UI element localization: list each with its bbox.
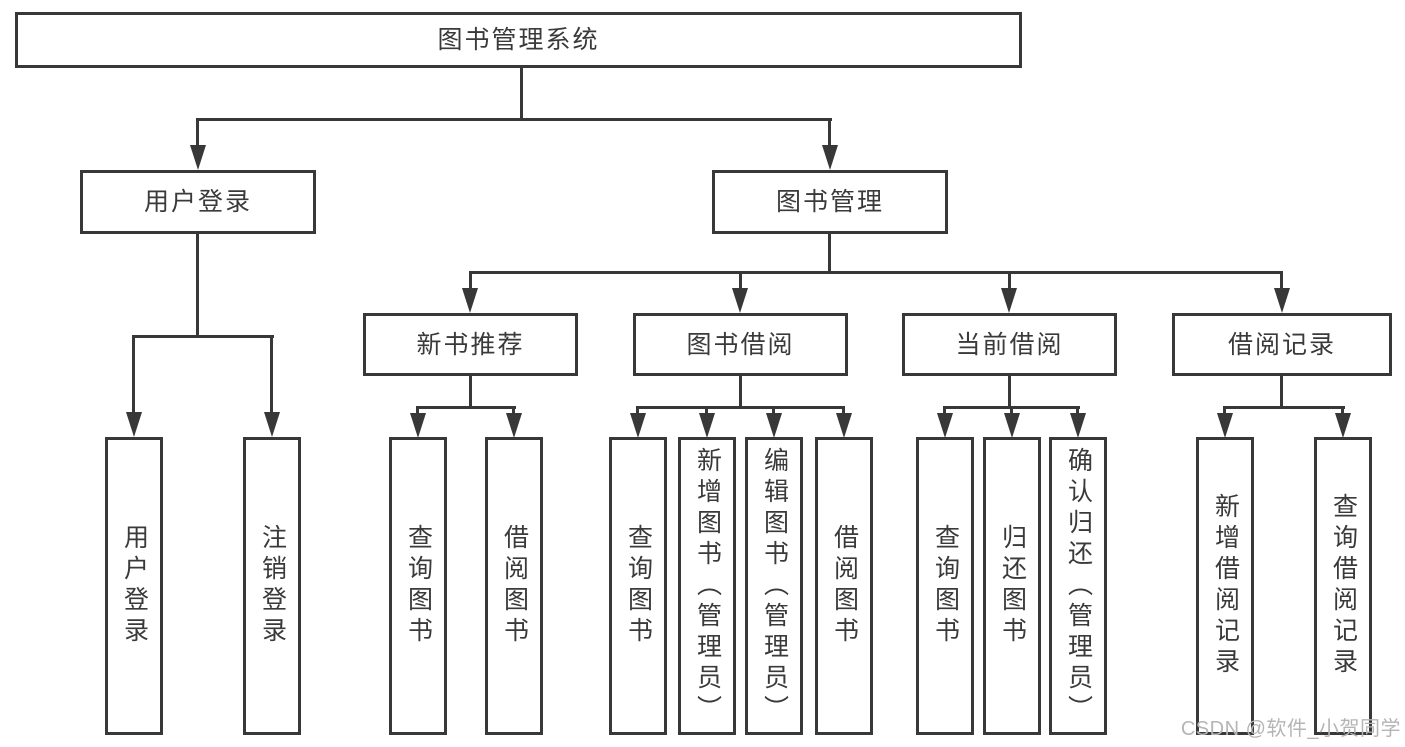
arrow-down-icon (699, 413, 715, 438)
leaf-add-books-admin: 新增图书（管理员） (678, 437, 736, 735)
node-new-book-recommend-label: 新书推荐 (416, 330, 525, 359)
edge-to-leaf (1076, 406, 1079, 416)
leaf-query-books-2: 查询图书 (609, 437, 667, 735)
edge-to-module (469, 271, 472, 290)
leaf-query-books-1-label: 查询图书 (404, 524, 433, 648)
edge-to-leaf (270, 335, 273, 415)
edge-book-mgmt-trunk (828, 234, 831, 274)
node-user-login-label: 用户登录 (143, 188, 252, 216)
node-borrow-records: 借阅记录 (1172, 313, 1392, 376)
arrow-down-icon (126, 412, 142, 437)
arrow-down-icon (410, 413, 426, 438)
arrow-down-icon (1335, 413, 1351, 438)
edge-leaf-spreader (416, 406, 516, 409)
edge-user-login-trunk (196, 234, 199, 337)
edge-to-leaf (512, 406, 515, 416)
node-book-management: 图书管理 (712, 170, 948, 234)
leaf-logout-label: 注销登录 (258, 524, 287, 648)
node-current-borrow-label: 当前借阅 (955, 330, 1064, 359)
arrow-down-icon (732, 288, 748, 313)
leaf-borrow-books-1: 借阅图书 (485, 437, 543, 735)
edge-leaf-spreader (1223, 406, 1345, 409)
arrow-down-icon (1274, 288, 1290, 313)
edge-l2-spreader (469, 271, 1283, 274)
edge-to-leaf (132, 335, 135, 415)
edge-to-leaf (705, 406, 708, 416)
edge-leaf-spreader (636, 406, 845, 409)
leaf-confirm-return-admin: 确认归还（管理员） (1049, 437, 1107, 735)
edge-root-trunk (520, 68, 523, 121)
node-user-login: 用户登录 (80, 170, 316, 234)
csdn-watermark: CSDN @软件_小贺同学 (1180, 718, 1401, 740)
leaf-user-login: 用户登录 (105, 437, 163, 735)
leaf-query-borrow-record: 查询借阅记录 (1314, 437, 1372, 735)
arrow-down-icon (264, 412, 280, 437)
arrow-down-icon (506, 413, 522, 438)
leaf-logout: 注销登录 (243, 437, 301, 735)
edge-to-leaf (772, 406, 775, 416)
edge-to-leaf (943, 406, 946, 416)
node-book-borrow-label: 图书借阅 (686, 330, 795, 359)
leaf-add-borrow-record-label: 新增借阅记录 (1211, 493, 1240, 679)
leaf-add-books-admin-label: 新增图书（管理员） (693, 446, 722, 726)
edge-to-leaf (636, 406, 639, 416)
arrow-down-icon (1070, 413, 1086, 438)
edge-to-leaf (1223, 406, 1226, 416)
arrow-down-icon (937, 413, 953, 438)
leaf-return-books-label: 归还图书 (998, 524, 1027, 648)
edge-to-module (739, 271, 742, 290)
leaf-query-books-1: 查询图书 (389, 437, 447, 735)
edge-module-trunk (469, 376, 472, 407)
edge-to-leaf (1341, 406, 1344, 416)
leaf-edit-books-admin: 编辑图书（管理员） (745, 437, 803, 735)
leaf-borrow-books-2: 借阅图书 (815, 437, 873, 735)
edge-l1-spreader (196, 118, 832, 121)
arrow-down-icon (836, 413, 852, 438)
leaf-borrow-books-2-label: 借阅图书 (830, 524, 859, 648)
leaf-query-borrow-record-label: 查询借阅记录 (1329, 493, 1358, 679)
leaf-return-books: 归还图书 (983, 437, 1041, 735)
edge-to-user-login (196, 118, 199, 148)
arrow-down-icon (1004, 413, 1020, 438)
edge-to-leaf (416, 406, 419, 416)
leaf-user-login-label: 用户登录 (120, 524, 149, 648)
arrow-down-icon (1217, 413, 1233, 438)
leaf-edit-books-admin-label: 编辑图书（管理员） (760, 446, 789, 726)
leaf-query-books-2-label: 查询图书 (624, 524, 653, 648)
leaf-confirm-return-admin-label: 确认归还（管理员） (1064, 446, 1093, 726)
edge-user-login-spreader (132, 335, 274, 338)
edge-module-trunk (1280, 376, 1283, 407)
node-root-label: 图书管理系统 (437, 26, 600, 54)
node-current-borrow: 当前借阅 (902, 313, 1117, 376)
leaf-query-books-3-label: 查询图书 (931, 524, 960, 648)
arrow-down-icon (630, 413, 646, 438)
arrow-down-icon (822, 145, 838, 170)
node-new-book-recommend: 新书推荐 (363, 313, 578, 376)
edge-module-trunk (1008, 376, 1011, 407)
edge-to-module (1008, 271, 1011, 290)
edge-module-trunk (739, 376, 742, 407)
node-book-management-label: 图书管理 (775, 188, 884, 216)
node-book-borrow: 图书借阅 (633, 313, 848, 376)
arrow-down-icon (462, 288, 478, 313)
edge-to-book-mgmt (828, 118, 831, 148)
edge-to-leaf (1010, 406, 1013, 416)
arrow-down-icon (766, 413, 782, 438)
arrow-down-icon (190, 145, 206, 170)
edge-to-leaf (842, 406, 845, 416)
leaf-borrow-books-1-label: 借阅图书 (500, 524, 529, 648)
arrow-down-icon (1001, 288, 1017, 313)
edge-to-module (1280, 271, 1283, 290)
leaf-query-books-3: 查询图书 (916, 437, 974, 735)
node-borrow-records-label: 借阅记录 (1227, 330, 1336, 359)
node-root: 图书管理系统 (15, 12, 1022, 68)
leaf-add-borrow-record: 新增借阅记录 (1196, 437, 1254, 735)
